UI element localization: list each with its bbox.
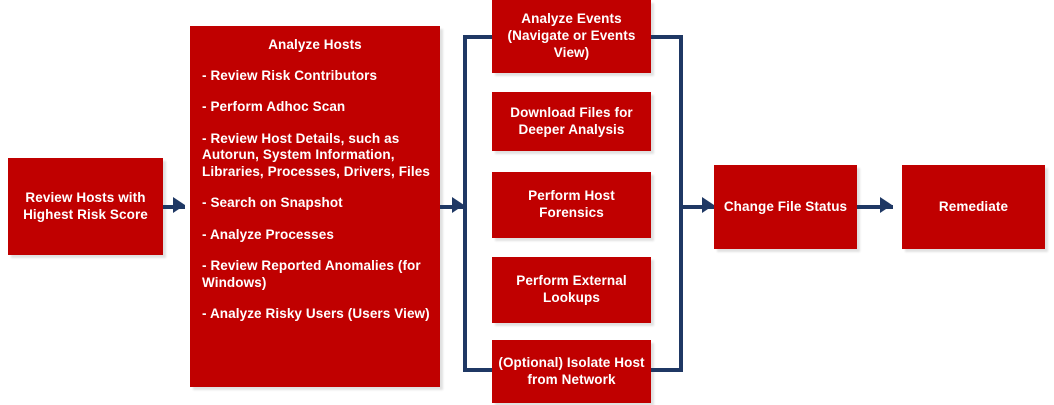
- edge-analyze-hosts-to-parallel-arrowhead: [452, 197, 464, 213]
- node-label: Remediate: [938, 198, 1009, 214]
- parallel-fanin-bracket-bottom-branch: [651, 368, 683, 372]
- parallel-fanin-bracket-spine: [679, 35, 683, 372]
- node-label: Review Hosts with Highest Risk Score: [23, 189, 148, 222]
- edge-change-file-status-to-remediate-line: [857, 205, 893, 209]
- node-analyze-hosts[interactable]: Analyze Hosts - Review Risk Contributors…: [190, 26, 440, 387]
- node-analyze-events[interactable]: Analyze Events (Navigate or Events View): [492, 0, 651, 73]
- node-title: Analyze Hosts: [268, 37, 362, 52]
- node-label: Change File Status: [723, 198, 848, 214]
- analyze-hosts-item-6: - Analyze Risky Users (Users View): [202, 306, 430, 322]
- edge-change-file-status-to-remediate-arrowhead: [880, 197, 892, 213]
- analyze-hosts-item-1: - Perform Adhoc Scan: [202, 99, 346, 115]
- analyze-hosts-item-2: - Review Host Details, such as Autorun, …: [202, 130, 430, 179]
- parallel-fanout-bracket-spine: [463, 35, 467, 372]
- node-change-file-status[interactable]: Change File Status: [714, 165, 857, 249]
- edge-start-to-analyze-hosts-arrowhead: [173, 197, 185, 213]
- node-optional-isolate-host[interactable]: (Optional) Isolate Host from Network: [492, 340, 651, 403]
- edge-parallel-to-change-file-status-arrowhead: [702, 197, 714, 213]
- node-label: Perform External Lookups: [516, 273, 627, 305]
- node-review-hosts-highest-risk-score[interactable]: Review Hosts with Highest Risk Score: [8, 158, 163, 255]
- node-label: (Optional) Isolate Host from Network: [498, 354, 645, 387]
- node-label: Download Files for Deeper Analysis: [510, 104, 633, 137]
- analyze-hosts-item-0: - Review Risk Contributors: [202, 67, 378, 83]
- analyze-hosts-item-3: - Search on Snapshot: [202, 195, 343, 211]
- analyze-hosts-item-5: - Review Reported Anomalies (for Windows…: [202, 258, 421, 290]
- node-perform-external-lookups[interactable]: Perform External Lookups: [492, 257, 651, 323]
- parallel-fanout-bracket-top-branch: [463, 35, 495, 39]
- node-remediate[interactable]: Remediate: [902, 165, 1045, 249]
- analyze-hosts-item-4: - Analyze Processes: [202, 226, 334, 242]
- node-download-files[interactable]: Download Files for Deeper Analysis: [492, 92, 651, 151]
- node-label: Perform Host Forensics: [528, 188, 615, 220]
- parallel-fanout-bracket-bottom-branch: [463, 368, 495, 372]
- node-label: Analyze Events (Navigate or Events View): [507, 11, 636, 60]
- parallel-fanin-bracket-top-branch: [651, 35, 683, 39]
- node-perform-host-forensics[interactable]: Perform Host Forensics: [492, 172, 651, 238]
- edge-parallel-to-change-file-status-line: [679, 205, 715, 209]
